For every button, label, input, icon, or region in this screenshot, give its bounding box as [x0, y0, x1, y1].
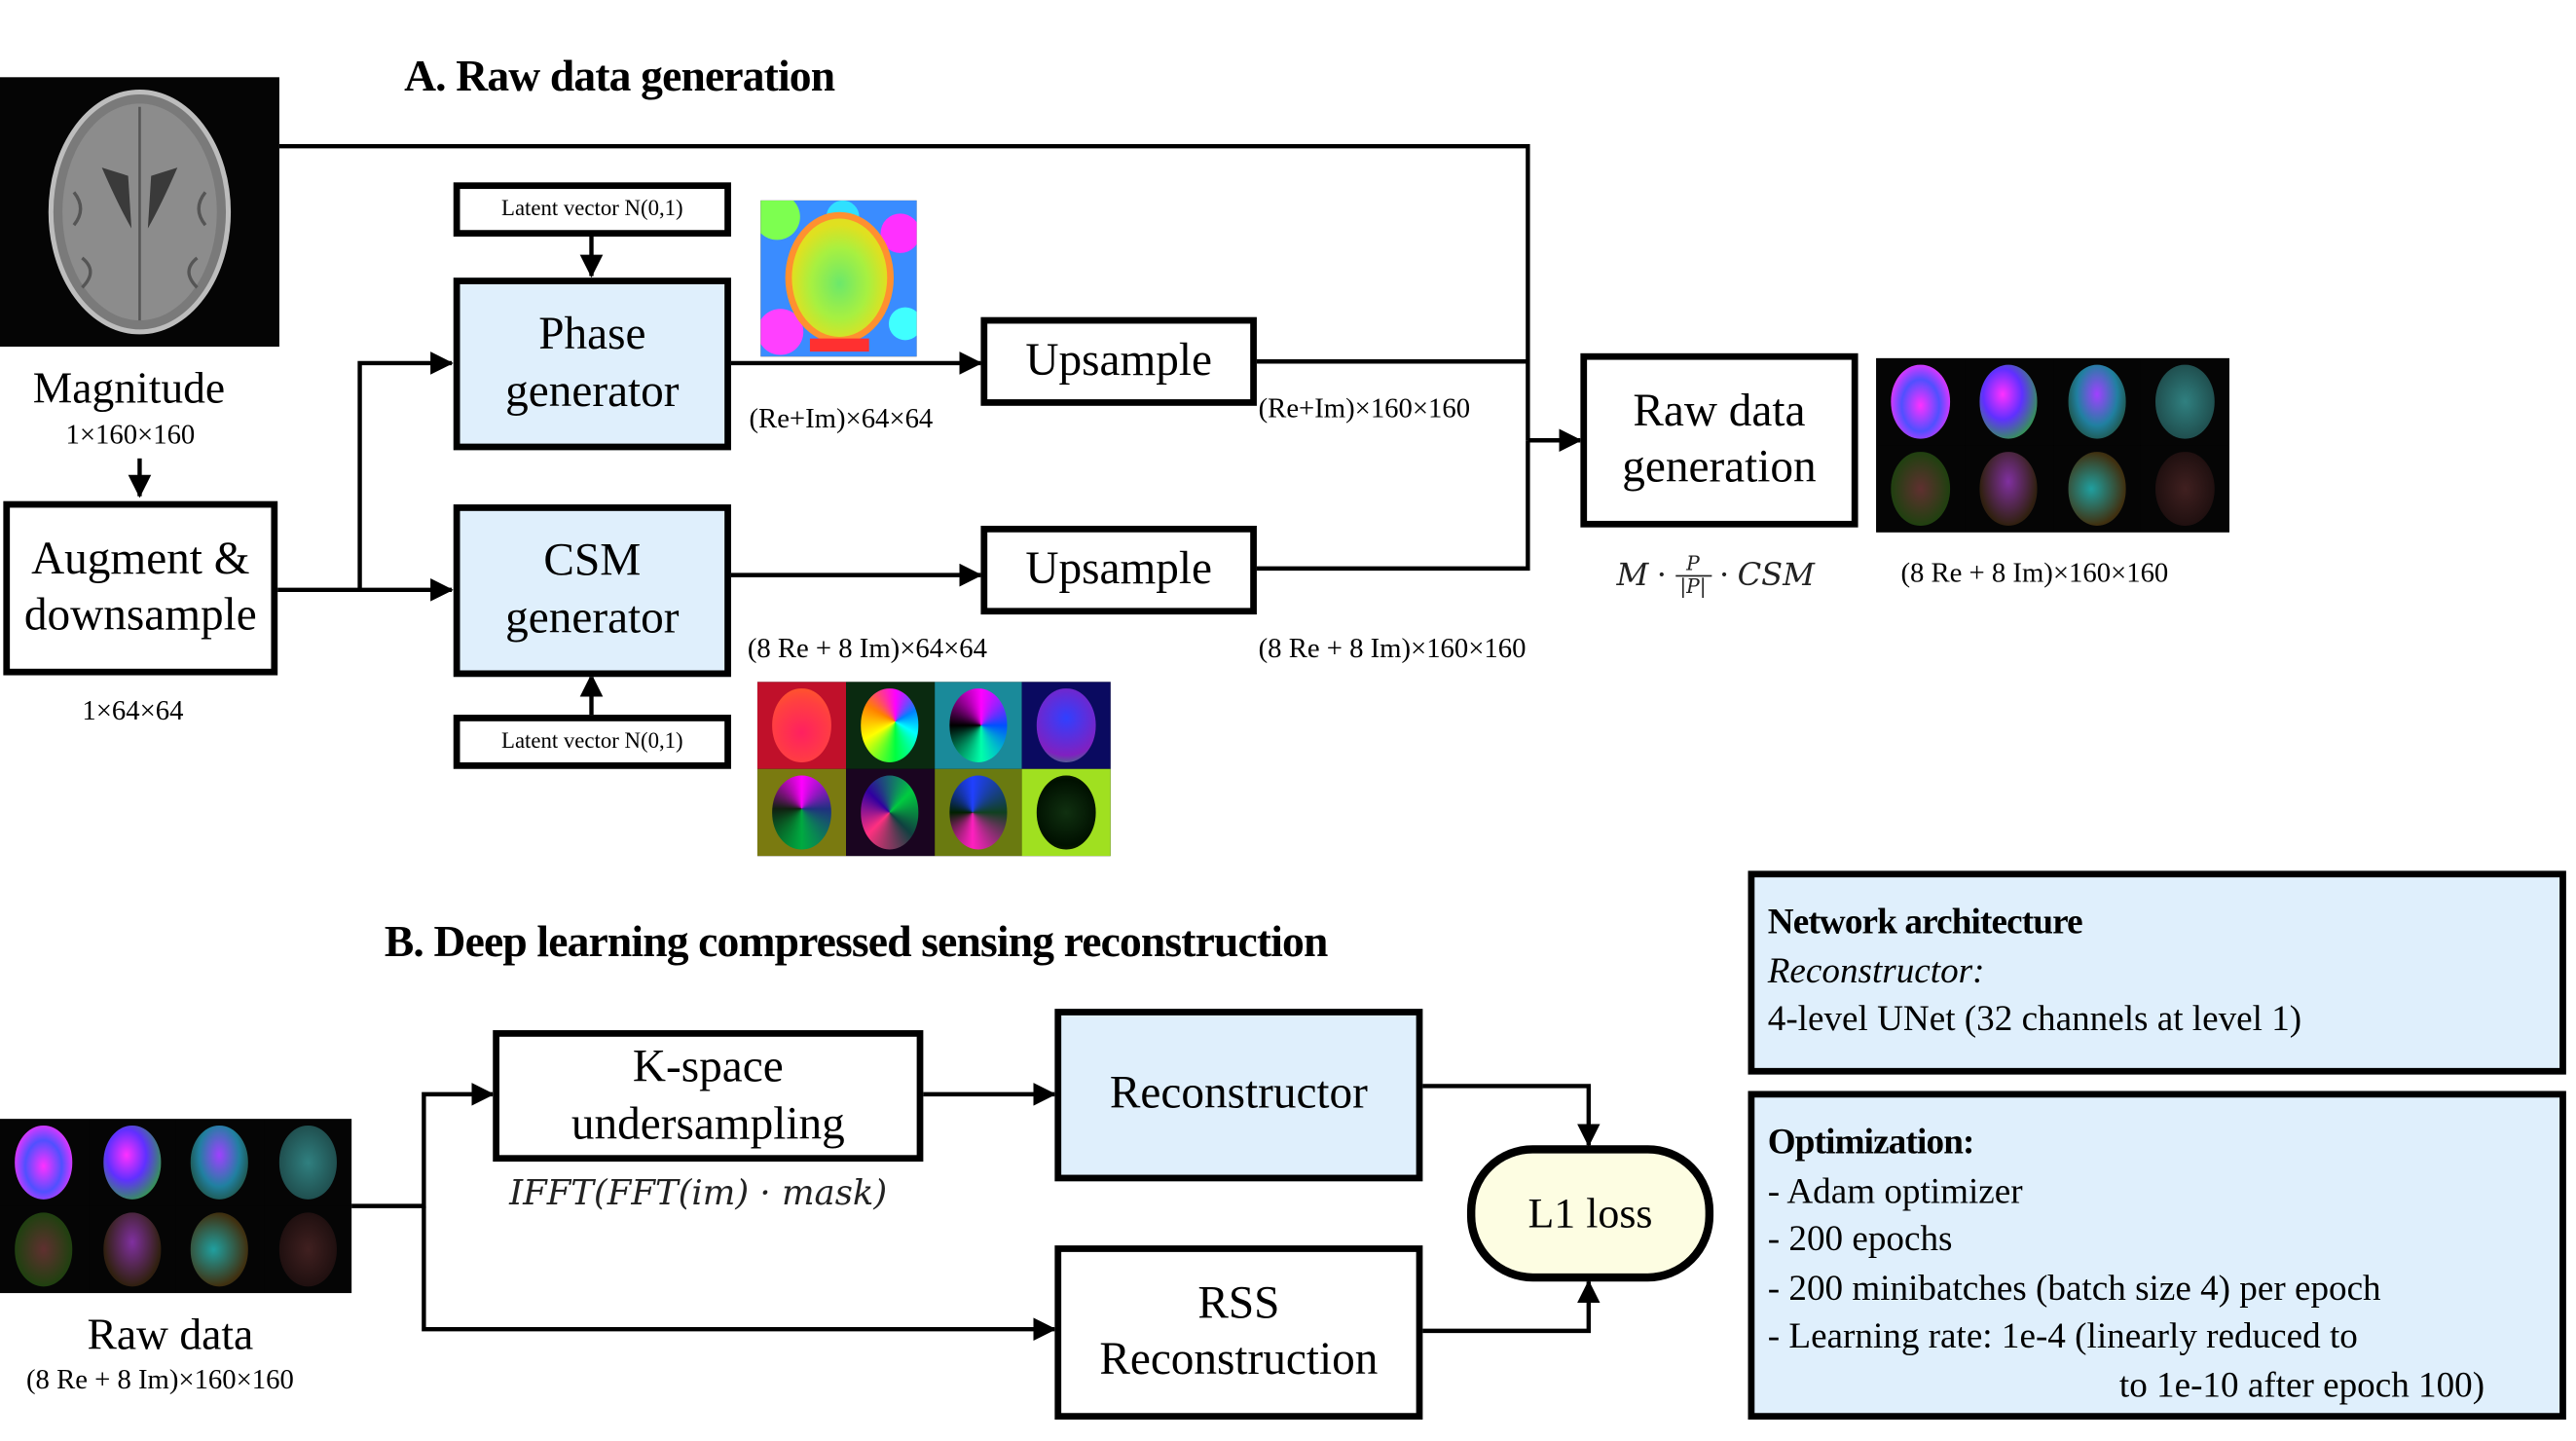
optimization-item: - Learning rate: 1e-4 (linearly reduced …	[1767, 1314, 2358, 1356]
coil-map-tile	[2052, 445, 2142, 533]
formula-denominator: |P|	[1679, 573, 1707, 598]
coil-map-tile	[1964, 357, 2053, 446]
formula-csm: CSM	[1737, 557, 1815, 594]
coil-map-tile	[2052, 357, 2142, 446]
coil-map-tile	[1022, 768, 1111, 857]
phase-line2: generator	[505, 365, 680, 417]
coil-map-tile	[88, 1205, 176, 1294]
coil-map-tile	[1876, 357, 1965, 446]
phase-shape: (Re+Im)×64×64	[749, 402, 934, 434]
csm-maps-image	[756, 682, 1111, 857]
architecture-heading: Network architecture	[1767, 900, 2083, 942]
wire-augment-split	[276, 351, 454, 593]
coil-map-tile	[0, 1205, 89, 1294]
optimization-panel: Optimization: - Adam optimizer - 200 epo…	[1748, 1090, 2566, 1420]
coil-map-tile	[756, 682, 846, 769]
coil-map-tile	[263, 1119, 352, 1206]
raw-data-shape: (8 Re + 8 Im)×160×160	[26, 1363, 294, 1395]
magnitude-shape: 1×160×160	[65, 419, 196, 451]
coil-map-tile	[845, 682, 935, 769]
phase-map-image	[760, 200, 917, 357]
csm-shape: (8 Re + 8 Im)×64×64	[747, 632, 987, 664]
coil-map-tile	[756, 768, 846, 857]
upsample-bottom-box: Upsample	[980, 526, 1257, 615]
upsample-bottom-shape: (8 Re + 8 Im)×160×160	[1258, 632, 1527, 664]
wire-rawdata-to-rss	[422, 1205, 1057, 1341]
raw-output-shape: (8 Re + 8 Im)×160×160	[1900, 557, 2169, 589]
wire-recon-to-loss	[1420, 1084, 1601, 1147]
coil-map-tile	[1964, 445, 2053, 533]
reconstructor-box: Reconstructor	[1054, 1009, 1423, 1182]
csm-line1: CSM	[543, 536, 642, 588]
optimization-heading: Optimization:	[1767, 1120, 1975, 1163]
wire-magnitude-to-rawgen	[278, 143, 1530, 441]
section-b-title: B. Deep learning compressed sensing reco…	[384, 916, 1328, 967]
section-a-title: A. Raw data generation	[404, 51, 835, 100]
upsample-top-shape: (Re+Im)×160×160	[1258, 392, 1471, 425]
l1-loss-box: L1 loss	[1466, 1145, 1714, 1282]
formula-numerator: P	[1686, 551, 1700, 574]
optimization-item: - 200 minibatches (batch size 4) per epo…	[1767, 1266, 2381, 1308]
magnitude-image	[0, 77, 279, 348]
wire-rss-to-loss	[1420, 1279, 1601, 1334]
coil-map-tile	[845, 768, 935, 857]
architecture-subheading: Reconstructor:	[1767, 948, 1985, 990]
kspace-line2: undersampling	[570, 1098, 845, 1151]
coil-map-tile	[175, 1205, 264, 1294]
coil-map-tile	[88, 1119, 176, 1206]
latent-vector-bottom: Latent vector N(0,1)	[453, 715, 731, 769]
rawgen-line2: generation	[1622, 441, 1817, 494]
kspace-line1: K-space	[632, 1041, 784, 1093]
formula-m: M	[1616, 557, 1649, 594]
rss-line1: RSS	[1197, 1277, 1280, 1329]
architecture-line: 4-level UNet (32 channels at level 1)	[1767, 997, 2302, 1039]
coil-map-tile	[2141, 445, 2229, 533]
optimization-item: - 200 epochs	[1767, 1217, 1953, 1259]
augment-line2: downsample	[23, 589, 257, 642]
augment-downsample-box: Augment &downsample	[3, 500, 278, 676]
optimization-item: - Adam optimizer	[1767, 1168, 2023, 1210]
coil-map-tile	[1876, 445, 1965, 533]
coil-map-tile	[2141, 357, 2229, 446]
raw-output-coil-images	[1876, 357, 2229, 533]
raw-data-label: Raw data	[87, 1309, 254, 1359]
rss-line2: Reconstruction	[1099, 1334, 1379, 1386]
wire-rawdata-split	[351, 1083, 495, 1208]
upsample-top-box: Upsample	[980, 316, 1257, 406]
network-architecture-panel: Network architecture Reconstructor: 4-le…	[1748, 870, 2566, 1075]
coil-map-tile	[934, 768, 1023, 857]
coil-map-tile	[934, 682, 1023, 769]
csm-line2: generator	[505, 592, 680, 644]
coil-map-tile	[175, 1119, 264, 1206]
augment-shape: 1×64×64	[82, 694, 184, 726]
optimization-continuation: to 1e-10 after epoch 100)	[2118, 1362, 2485, 1404]
augment-line1: Augment &	[31, 534, 250, 585]
coil-map-tile	[0, 1119, 89, 1206]
raw-data-formula: M · P |P| · CSM	[1616, 551, 1815, 598]
rawgen-line1: Raw data	[1633, 386, 1806, 437]
coil-map-tile	[1022, 682, 1111, 769]
kspace-formula: IFFT(FFT(im) · mask)	[509, 1172, 888, 1213]
phase-line1: Phase	[538, 309, 646, 361]
latent-vector-top: Latent vector N(0,1)	[453, 182, 731, 237]
raw-data-coil-images	[0, 1119, 352, 1294]
coil-map-tile	[263, 1205, 352, 1294]
wire-upsample-bottom-out	[1255, 440, 1530, 572]
magnitude-label: Magnitude	[32, 362, 226, 413]
